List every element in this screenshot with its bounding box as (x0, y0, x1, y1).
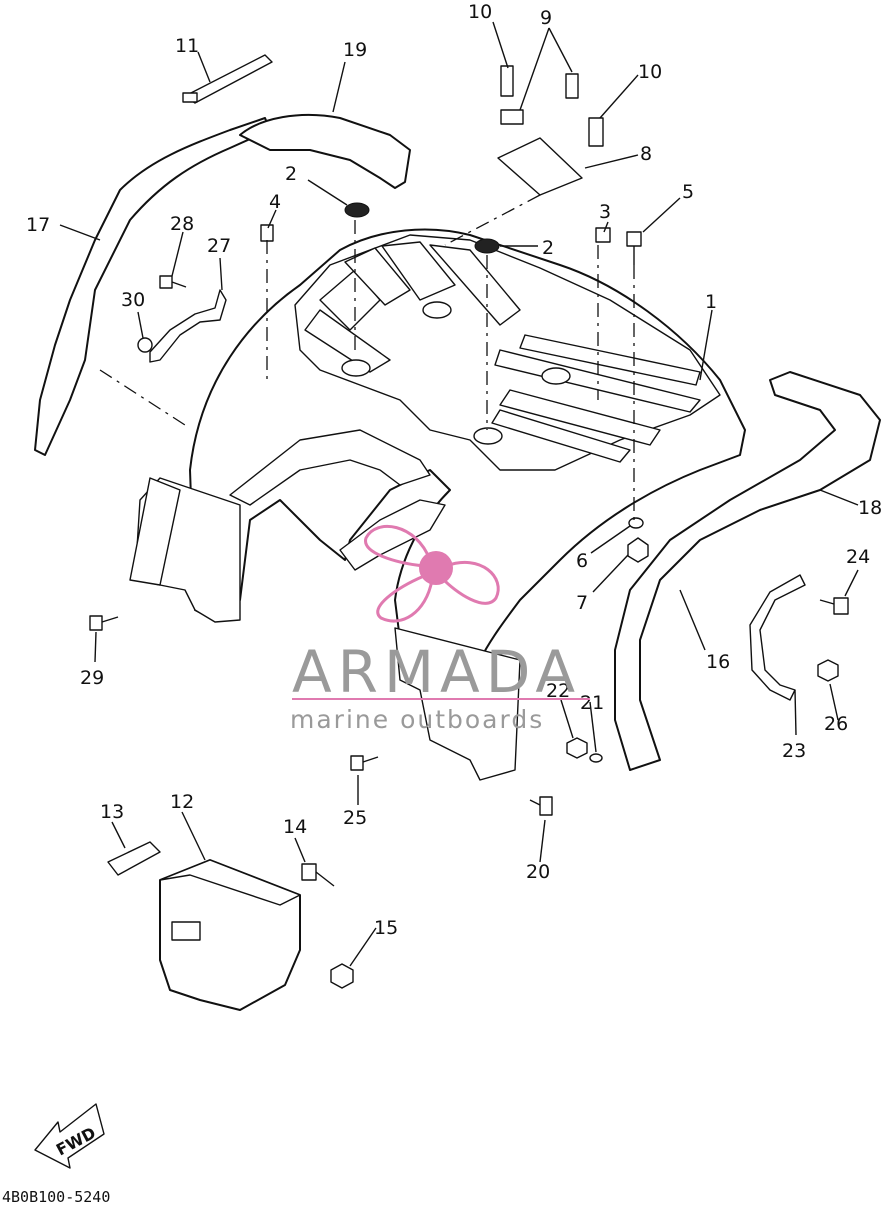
bracket-23 (749, 574, 806, 701)
label-13: 13 (100, 801, 124, 823)
decal-8 (497, 137, 583, 196)
label-4: 4 (269, 191, 281, 213)
left-fender-flare (34, 117, 271, 456)
label-22: 22 (546, 680, 570, 702)
watermark-tagline: marine outboards (290, 705, 544, 734)
drawing-code: 4B0B100-5240 (2, 1188, 110, 1206)
tool-box (159, 859, 301, 1011)
label-5: 5 (682, 181, 694, 203)
label-16: 16 (706, 651, 730, 673)
label-8: 8 (640, 143, 652, 165)
label-2b: 2 (542, 237, 554, 259)
decal-9b (565, 73, 579, 99)
label-20: 20 (526, 861, 550, 883)
label-6: 6 (576, 550, 588, 572)
grab-bar (239, 113, 411, 189)
left-mud-flap (129, 477, 181, 586)
label-2a: 2 (285, 163, 297, 185)
plug-2a (344, 202, 370, 218)
watermark-brand: ARMADA (292, 638, 581, 706)
bracket-27 (149, 289, 227, 363)
label-15: 15 (374, 917, 398, 939)
label-21: 21 (580, 692, 604, 714)
label-23: 23 (782, 740, 806, 762)
clip-13 (107, 841, 161, 876)
label-10a: 10 (468, 1, 492, 23)
label-17: 17 (26, 214, 50, 236)
part-number-labels: 1 2 2 3 4 5 6 7 8 9 10 10 11 12 13 14 15… (26, 1, 882, 939)
label-27: 27 (207, 235, 231, 257)
armada-watermark: ARMADA marine outboards (290, 524, 590, 734)
label-1: 1 (705, 291, 717, 313)
label-26: 26 (824, 713, 848, 735)
label-7: 7 (576, 592, 588, 614)
label-14: 14 (283, 816, 307, 838)
label-18: 18 (858, 497, 882, 519)
label-12: 12 (170, 791, 194, 813)
decal-10a (500, 65, 514, 97)
label-25: 25 (343, 807, 367, 829)
label-9: 9 (540, 7, 552, 29)
right-fender-flare (614, 371, 881, 771)
label-30: 30 (121, 289, 145, 311)
label-11: 11 (175, 35, 199, 57)
strap-11 (184, 54, 273, 104)
label-10b: 10 (638, 61, 662, 83)
label-24: 24 (846, 546, 870, 568)
forward-direction-arrow: FWD (34, 1103, 105, 1169)
label-19: 19 (343, 39, 367, 61)
plug-2b (474, 238, 500, 254)
label-28: 28 (170, 213, 194, 235)
propeller-logo-icon (364, 524, 500, 623)
decal-10b (588, 117, 604, 147)
leader-lines (59, 21, 859, 967)
propeller-hub (419, 551, 453, 585)
label-29: 29 (80, 667, 104, 689)
rear-fender-body (134, 228, 746, 781)
label-3: 3 (599, 201, 611, 223)
decal-9a (500, 109, 524, 125)
